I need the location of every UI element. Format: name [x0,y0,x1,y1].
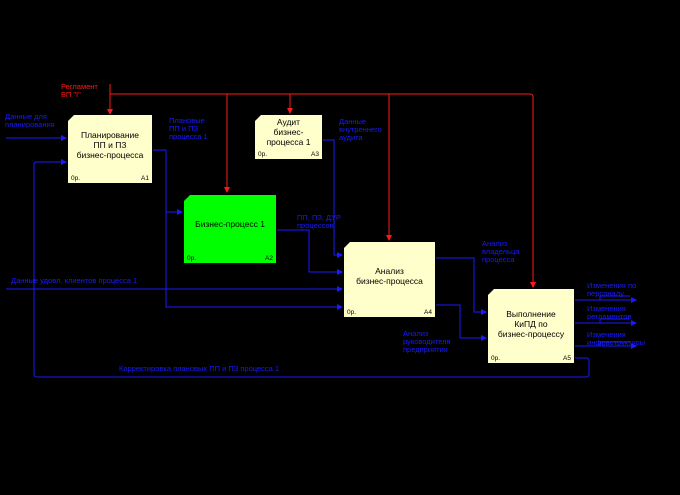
label-reglament: Регламент БП "I" [61,82,98,99]
activity-box-a4[interactable]: Анализ бизнес-процесса 0р. A4 [343,241,436,318]
leaders-analysis-arrow [436,304,487,341]
label-satisfaction-data: Данные удовл. клиентов процесса 1 [11,276,138,285]
label-planned-pp: Плановые ПП и ПЗ процесса 1 [169,116,208,141]
activity-cost: 0р. [258,151,268,158]
label-planning-data: Данные для планирования [5,112,55,129]
owner-analysis-arrow [436,257,487,315]
activity-title: Бизнес-процесс 1 [195,219,265,229]
label-correction: Корректировка плановых ПП и ПЗ процесса … [119,364,280,373]
box-corner-mark [255,115,261,121]
process-output-arrow [277,229,343,275]
planned-pp-arrow [153,149,183,215]
reglament-arrow [107,84,536,288]
activity-cost: 0р. [347,309,357,316]
activity-box-a1[interactable]: Планирование ПП и ПЗ бизнес-процесса 0р.… [67,114,153,184]
activity-cost: 0р. [491,355,501,362]
activity-cost: 0р. [71,175,81,182]
activity-code: A4 [424,309,432,316]
box-corner-mark [68,115,74,121]
correction-arrow [33,159,590,378]
activity-title: Анализ бизнес-процесса [356,266,423,286]
activity-box-a5[interactable]: Выполнение КиПД по бизнес-процессу 0р. A… [487,288,575,364]
activity-box-a3[interactable]: Аудит бизнес- процесса 1 0р. A3 [254,114,323,160]
activity-cost: 0р. [187,255,197,262]
activity-box-a2[interactable]: Бизнес-процесс 1 0р. A2 [183,194,277,264]
activity-code: A5 [563,355,571,362]
label-internal-audit: Данные внутреннего аудита [339,117,382,142]
label-pp-pz-dus: ПП, ПЗ, ДУР процессов [297,213,341,230]
activity-code: A3 [311,151,319,158]
activity-code: A2 [265,255,273,262]
activity-code: A1 [141,175,149,182]
internal-audit-arrow [323,139,343,258]
box-corner-mark [184,195,190,201]
activity-title: Аудит бизнес- процесса 1 [266,117,311,147]
label-changes-regulations: Изменения регламентов [587,304,632,321]
activity-title: Выполнение КиПД по бизнес-процессу [497,309,565,339]
label-changes-personnel: Изменения по персоналу [587,281,637,298]
label-changes-infra: Изменения инфраструктуры [587,330,645,347]
box-corner-mark [344,242,350,248]
activity-title: Планирование ПП и ПЗ бизнес-процесса [76,130,144,160]
label-owner-analysis: Анализ владельца процесса [482,239,520,264]
label-leaders-analysis: Анализ руководителя предприятия [403,329,451,354]
box-corner-mark [488,289,494,295]
